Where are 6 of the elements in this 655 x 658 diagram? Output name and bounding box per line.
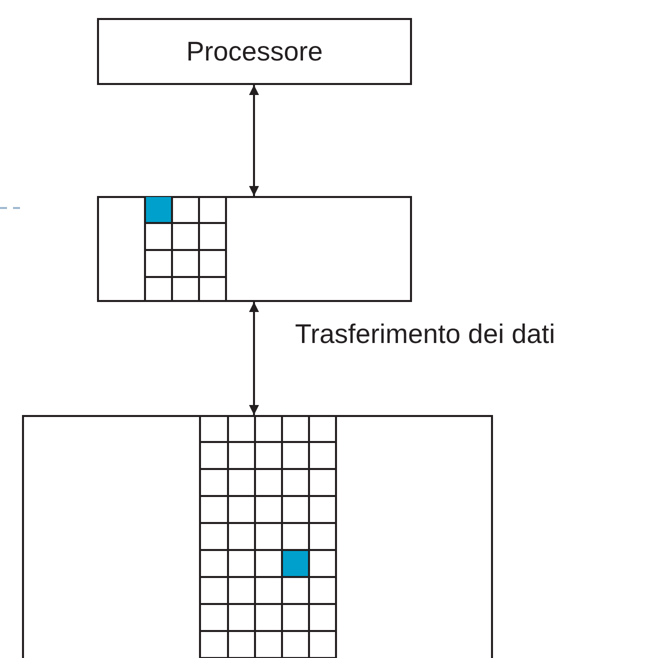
- cache-block: [97, 196, 412, 302]
- processor-box: [97, 18, 412, 85]
- double-arrow: [249, 302, 259, 415]
- node-label: Processore: [185, 36, 324, 67]
- memory-block: [22, 415, 493, 658]
- double-arrow: [249, 85, 259, 196]
